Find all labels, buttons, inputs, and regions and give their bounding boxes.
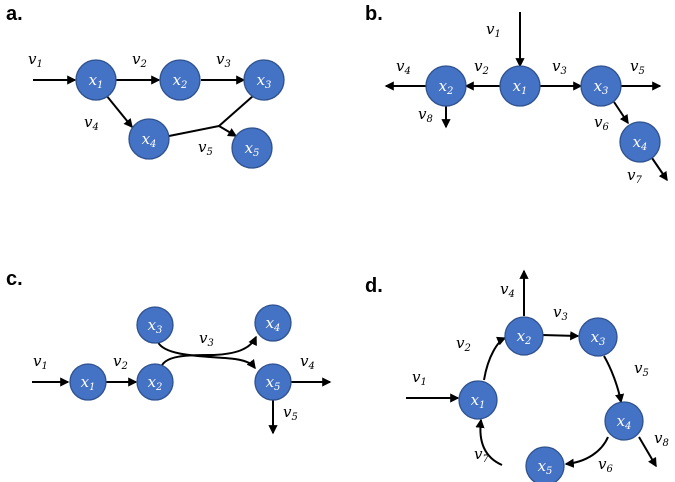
panel-label-d: d. bbox=[365, 275, 383, 297]
edge-b-v6 bbox=[613, 101, 629, 125]
edge-b-v7 bbox=[651, 157, 668, 182]
edge-label-a-v4: v4 bbox=[84, 113, 99, 133]
svg-text:x3: x3 bbox=[148, 316, 163, 336]
panel-d: d. x1 x2 x3 x4 x5 v1 v bbox=[365, 269, 669, 482]
panel-label-a: a. bbox=[6, 3, 23, 25]
edge-a-v5-in-left bbox=[168, 125, 220, 137]
node-d-x3: x3 bbox=[578, 317, 618, 357]
edge-label-d-v6: v6 bbox=[598, 455, 613, 475]
edge-label-d-v2: v2 bbox=[456, 334, 471, 354]
svg-text:x2: x2 bbox=[173, 71, 188, 91]
svg-text:x1: x1 bbox=[471, 391, 486, 411]
svg-text:x4: x4 bbox=[617, 412, 632, 432]
node-b-x4: x4 bbox=[619, 121, 661, 163]
edge-label-c-v5: v5 bbox=[283, 403, 298, 423]
edge-d-v3 bbox=[541, 331, 580, 341]
svg-text:x2: x2 bbox=[439, 77, 454, 97]
edge-label-c-v4: v4 bbox=[300, 352, 315, 372]
node-d-x2: x2 bbox=[504, 316, 544, 356]
svg-text:x1: x1 bbox=[81, 373, 96, 393]
node-a-x4: x4 bbox=[128, 118, 170, 160]
node-a-x2: x2 bbox=[159, 59, 201, 101]
svg-text:x4: x4 bbox=[633, 133, 648, 153]
edge-label-a-v1: v1 bbox=[28, 50, 43, 70]
node-c-x4: x4 bbox=[254, 304, 292, 342]
edge-label-b-v1: v1 bbox=[486, 20, 501, 40]
node-d-x4: x4 bbox=[604, 401, 644, 441]
panel-c: c. x1 x2 x3 x4 x5 v1 v2 v3 bbox=[6, 268, 332, 435]
panel-b: b. x1 x2 x3 x4 v1 v2 v3 v4 v5 bbox=[365, 3, 668, 186]
svg-text:x1: x1 bbox=[513, 77, 528, 97]
edge-label-d-v4: v4 bbox=[500, 280, 515, 300]
edge-a-v5-in-right bbox=[218, 95, 254, 127]
edge-label-d-v5: v5 bbox=[634, 359, 649, 379]
node-c-x1: x1 bbox=[69, 363, 107, 401]
edge-label-a-v5: v5 bbox=[198, 138, 213, 158]
edge-label-a-v2: v2 bbox=[132, 50, 147, 70]
svg-text:x2: x2 bbox=[517, 327, 532, 347]
node-a-x1: x1 bbox=[75, 59, 117, 101]
edge-label-d-v3: v3 bbox=[553, 303, 568, 323]
edge-d-v7 bbox=[475, 418, 503, 466]
edge-d-v8 bbox=[638, 436, 657, 468]
edge-label-d-v7: v7 bbox=[474, 445, 489, 465]
edge-label-c-v3: v3 bbox=[199, 329, 214, 349]
edge-label-b-v8: v8 bbox=[418, 105, 433, 125]
edge-a-v4 bbox=[105, 94, 133, 129]
node-a-x5: x5 bbox=[231, 127, 273, 169]
node-b-x1: x1 bbox=[499, 65, 541, 107]
edge-label-d-v1: v1 bbox=[412, 368, 427, 388]
node-b-x2: x2 bbox=[425, 65, 467, 107]
edge-a-v5-out bbox=[218, 125, 238, 137]
svg-text:x5: x5 bbox=[245, 139, 260, 159]
svg-text:x3: x3 bbox=[257, 71, 272, 91]
panel-label-c: c. bbox=[6, 268, 23, 290]
edge-label-b-v5: v5 bbox=[630, 57, 645, 77]
svg-text:x4: x4 bbox=[266, 314, 281, 334]
node-c-x5: x5 bbox=[254, 363, 292, 401]
svg-text:x1: x1 bbox=[89, 71, 104, 91]
edge-c-v3-to-x5 bbox=[157, 341, 256, 370]
edge-d-v5 bbox=[603, 355, 625, 404]
edge-label-c-v1: v1 bbox=[33, 352, 48, 372]
panel-a: a. x1 x2 x3 x4 x5 v1 v2 bbox=[6, 3, 285, 169]
node-a-x3: x3 bbox=[243, 59, 285, 101]
edge-label-d-v8: v8 bbox=[654, 429, 669, 449]
edge-label-c-v2: v2 bbox=[113, 352, 128, 372]
node-c-x3: x3 bbox=[136, 306, 174, 344]
svg-text:x5: x5 bbox=[538, 457, 553, 477]
edge-label-a-v3: v3 bbox=[216, 50, 231, 70]
edge-label-b-v4: v4 bbox=[396, 57, 411, 77]
svg-text:x5: x5 bbox=[266, 373, 281, 393]
edge-label-b-v6: v6 bbox=[594, 113, 609, 133]
node-c-x2: x2 bbox=[136, 363, 174, 401]
edge-label-b-v2: v2 bbox=[474, 57, 489, 77]
node-d-x5: x5 bbox=[525, 446, 565, 482]
svg-text:x3: x3 bbox=[594, 77, 609, 97]
edge-label-b-v3: v3 bbox=[552, 57, 567, 77]
svg-text:x3: x3 bbox=[591, 328, 606, 348]
svg-text:x2: x2 bbox=[148, 373, 163, 393]
edge-c-v3-to-x4 bbox=[160, 335, 257, 370]
edge-d-v6 bbox=[564, 436, 609, 468]
node-d-x1: x1 bbox=[458, 380, 498, 420]
edge-d-v2 bbox=[483, 336, 507, 381]
svg-text:x4: x4 bbox=[142, 130, 157, 150]
node-b-x3: x3 bbox=[580, 65, 622, 107]
edge-label-b-v7: v7 bbox=[627, 166, 642, 186]
panel-label-b: b. bbox=[365, 3, 383, 25]
